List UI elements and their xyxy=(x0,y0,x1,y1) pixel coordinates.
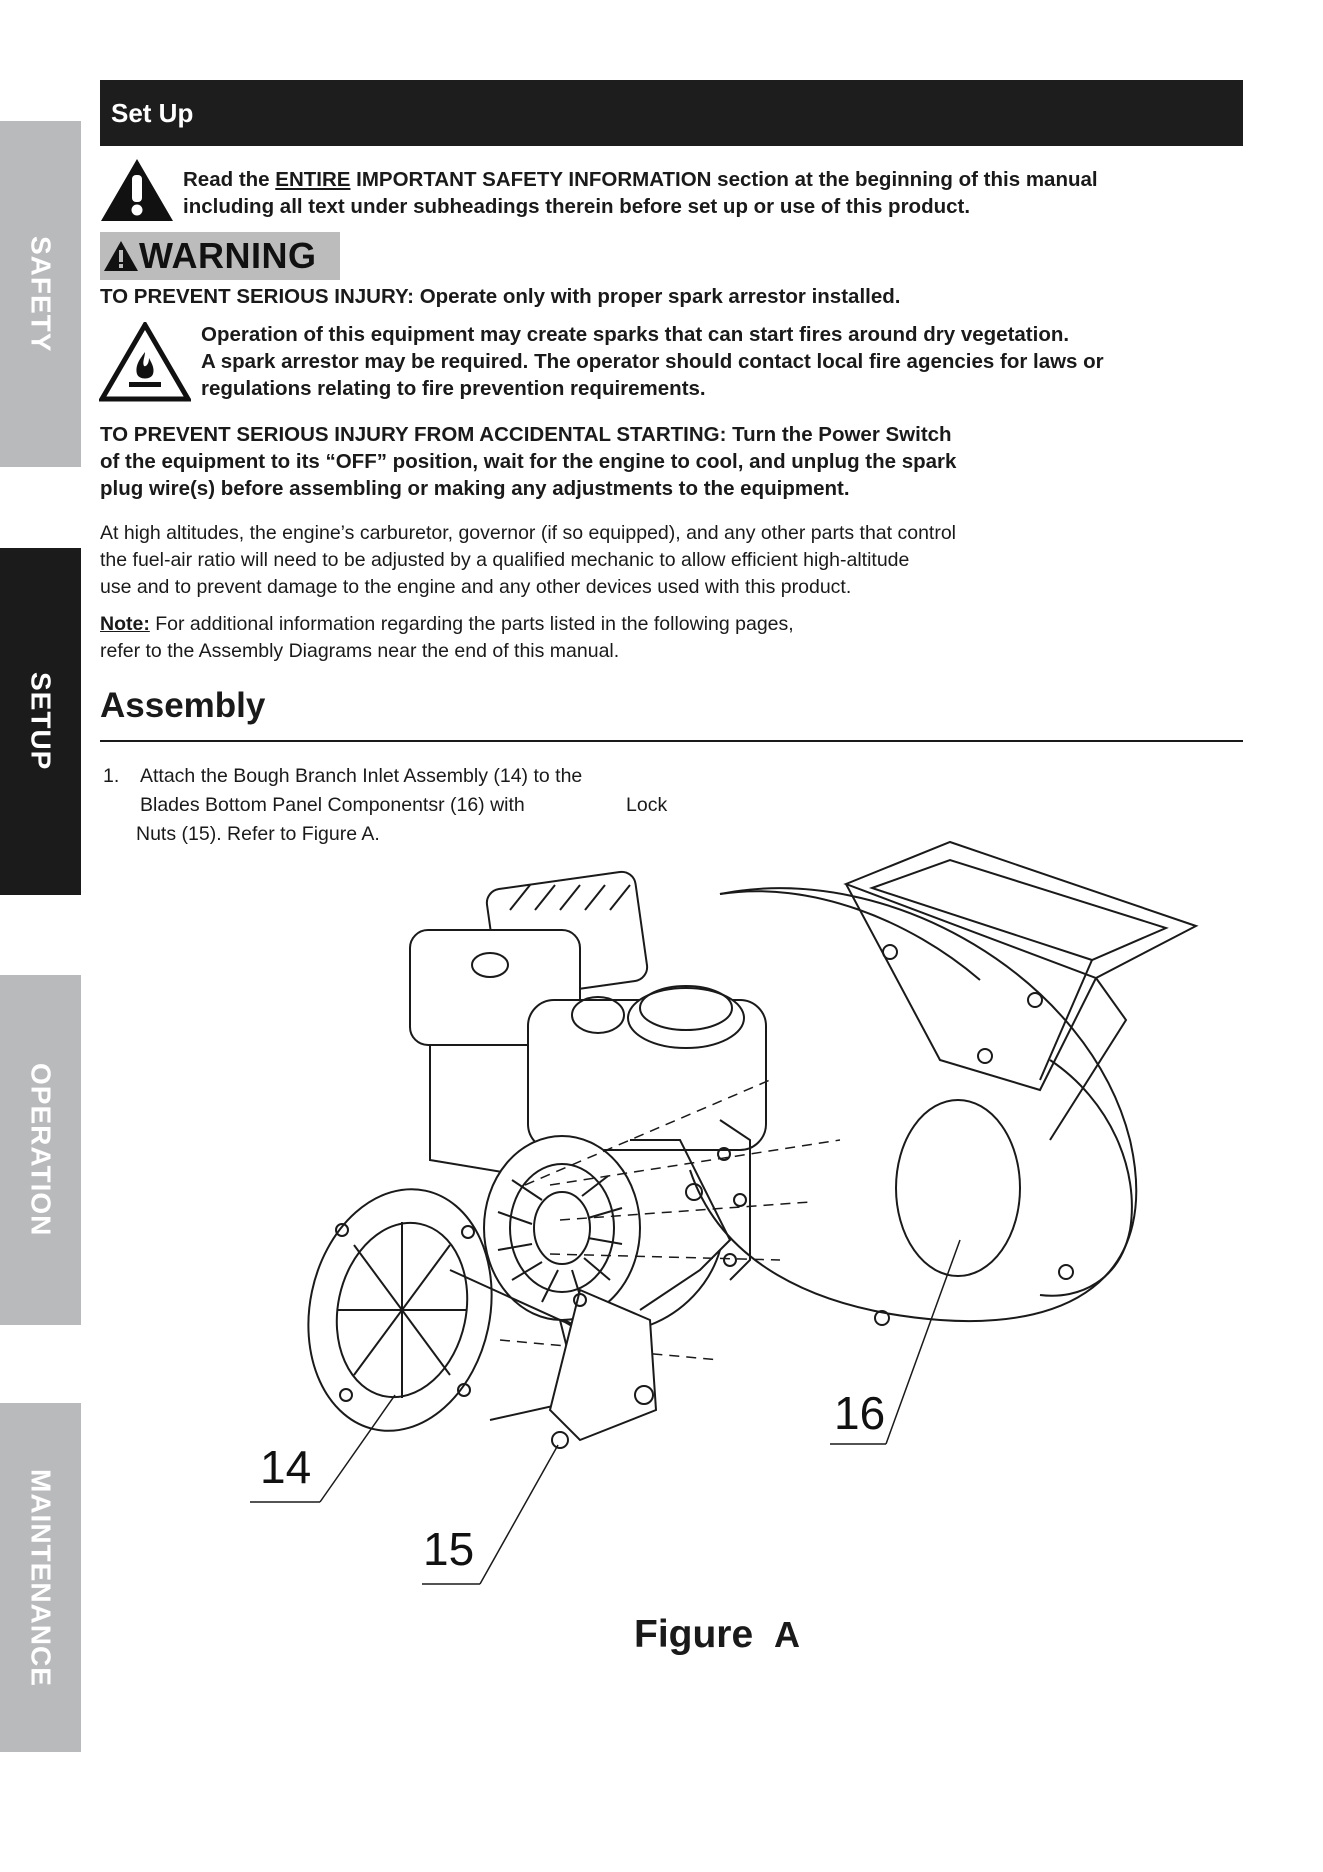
fire-line-3: regulations relating to fire prevention … xyxy=(201,377,706,400)
step-line-1: Attach the Bough Branch Inlet Assembly (… xyxy=(140,765,583,787)
fire-line-2: A spark arrestor may be required. The op… xyxy=(201,350,1104,373)
note-label: Note: xyxy=(100,613,150,635)
inlet-flange xyxy=(307,1188,658,1449)
tab-setup-label: SETUP xyxy=(25,672,57,771)
figure-caption: Figure A xyxy=(634,1613,800,1657)
caution-triangle-icon xyxy=(101,159,173,221)
warning-badge: WARNING xyxy=(100,232,340,280)
figure-a-diagram xyxy=(250,840,1199,1585)
tab-safety[interactable]: SAFETY xyxy=(0,121,81,467)
note-line-2: refer to the Assembly Diagrams near the … xyxy=(100,640,620,662)
section-header: Set Up xyxy=(100,80,1243,146)
accidental-line-3: plug wire(s) before assembling or making… xyxy=(100,477,850,500)
step-line-2: Blades Bottom Panel Componentsr (16) wit… xyxy=(140,794,525,816)
step-number: 1. xyxy=(103,765,120,787)
note-line-1: Note: For additional information regardi… xyxy=(100,613,794,635)
altitude-line-1: At high altitudes, the engine’s carburet… xyxy=(100,522,957,544)
tab-operation[interactable]: OPERATION xyxy=(0,975,81,1325)
fire-hazard-icon xyxy=(99,322,191,402)
accidental-line-1: TO PREVENT SERIOUS INJURY FROM ACCIDENTA… xyxy=(100,423,952,446)
callout-16: 16 xyxy=(834,1387,886,1439)
accidental-line-2: of the equipment to its “OFF” position, … xyxy=(100,450,957,473)
callout-15: 15 xyxy=(423,1523,475,1575)
assembly-divider xyxy=(100,740,1243,742)
step-lock-word: Lock xyxy=(626,794,668,816)
tab-safety-label: SAFETY xyxy=(25,235,57,353)
blower-housing xyxy=(689,887,1138,1326)
warning-icon xyxy=(104,241,138,271)
tab-maintenance[interactable]: MAINTENANCE xyxy=(0,1403,81,1752)
tab-operation-label: OPERATION xyxy=(25,1063,57,1237)
assembly-title: Assembly xyxy=(100,686,266,725)
tab-maintenance-label: MAINTENANCE xyxy=(25,1468,57,1687)
leader-lines xyxy=(250,1239,961,1585)
safety-notice-line2: including all text under subheadings the… xyxy=(183,195,971,218)
step-line-3: Nuts (15). Refer to Figure A. xyxy=(136,823,380,845)
tab-setup[interactable]: SETUP xyxy=(0,548,81,895)
altitude-line-3: use and to prevent damage to the engine … xyxy=(100,576,852,598)
figure-letter: A xyxy=(774,1614,801,1655)
hopper-chute xyxy=(843,840,1199,1141)
altitude-line-2: the fuel-air ratio will need to be adjus… xyxy=(100,549,910,571)
section-title: Set Up xyxy=(111,97,194,128)
figure-word: Figure xyxy=(634,1613,754,1656)
engine-body xyxy=(409,870,767,1334)
entire-underlined: ENTIRE xyxy=(275,168,351,191)
safety-notice-line1: Read the ENTIRE IMPORTANT SAFETY INFORMA… xyxy=(183,168,1098,191)
fire-line-1: Operation of this equipment may create s… xyxy=(201,323,1070,346)
callout-14: 14 xyxy=(260,1441,312,1493)
warning-heading: TO PREVENT SERIOUS INJURY: Operate only … xyxy=(100,285,901,308)
warning-label: WARNING xyxy=(139,235,317,276)
